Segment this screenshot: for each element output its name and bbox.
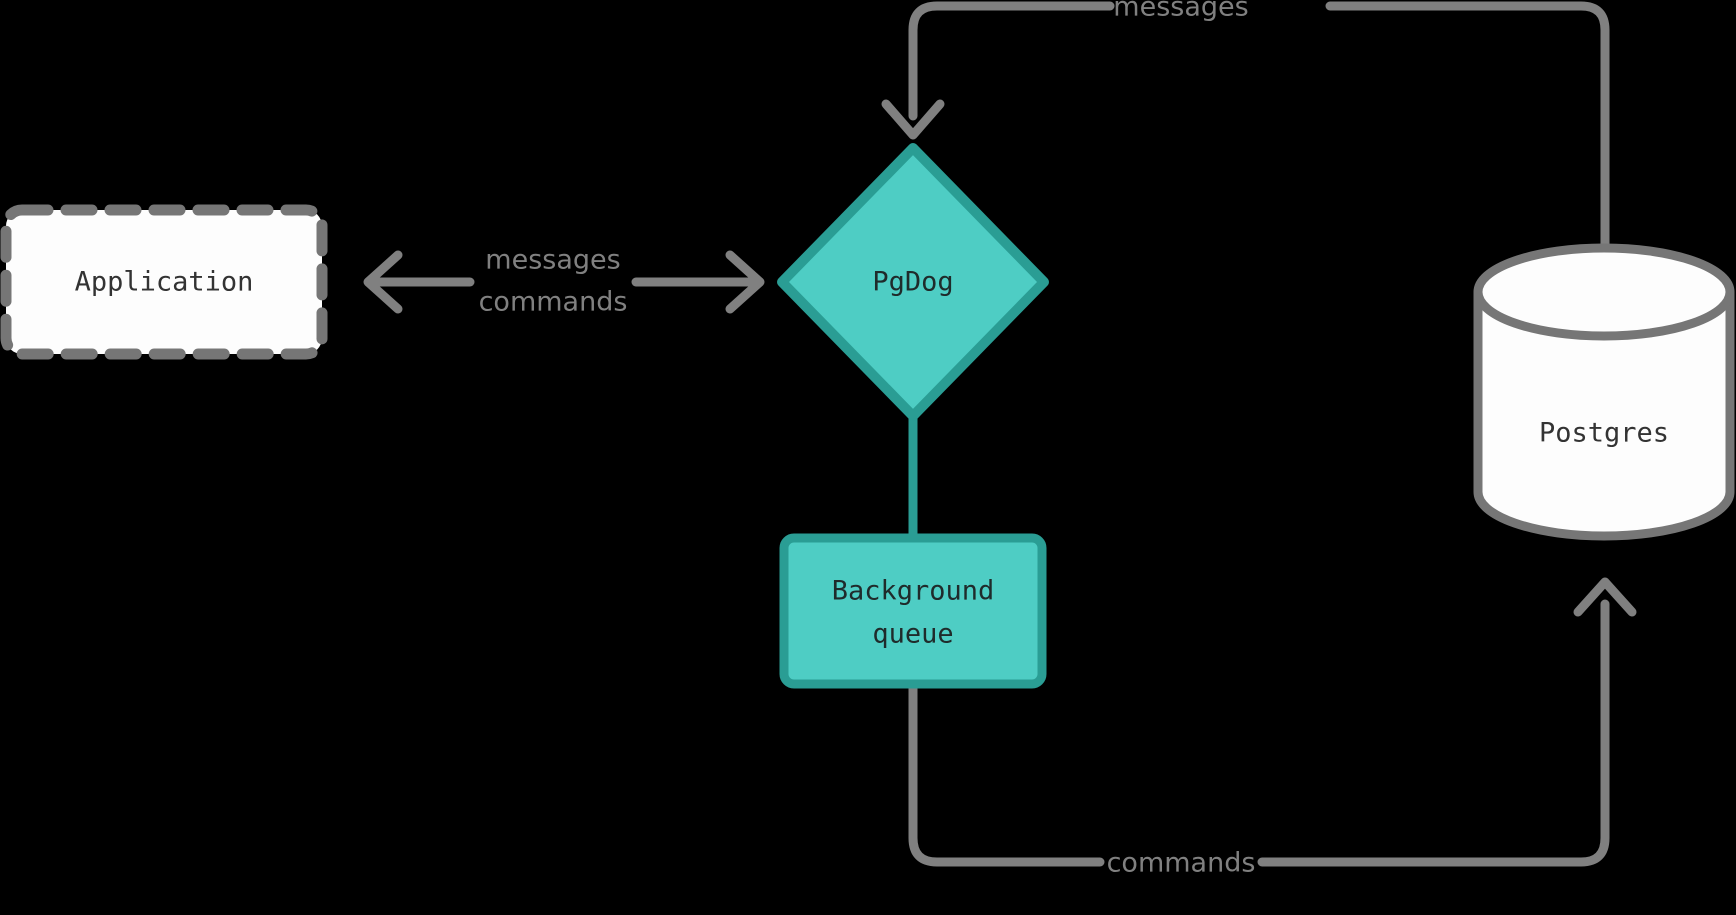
edge-postgres-to-pgdog-right-segment (1325, 1, 1610, 273)
edge-label-commands: commands (479, 287, 628, 318)
edge-pgdog-to-application (363, 250, 475, 314)
node-pgdog[interactable]: PgDog (777, 143, 1049, 421)
edge-label-messages-top: messages (1113, 0, 1248, 23)
edge-bq-to-pg-left-segment (908, 681, 1105, 867)
pgdog-label: PgDog (872, 267, 953, 298)
edge-postgres-to-pgdog: messages (881, 0, 1610, 273)
node-postgres[interactable]: Postgres (1473, 243, 1735, 541)
edge-label-messages-commands: messages commands (479, 245, 628, 318)
postgres-cylinder-body[interactable] (1473, 287, 1735, 541)
arrowhead-down-into-pgdog (881, 99, 945, 140)
application-label: Application (75, 267, 254, 298)
edge-postgres-to-pgdog-left-segment (908, 1, 1115, 121)
background-queue-label-line2: queue (872, 619, 953, 650)
arrowhead-left-into-application (363, 250, 403, 314)
edge-application-to-pgdog (631, 250, 765, 314)
arrowhead-right-into-pgdog (725, 250, 765, 314)
postgres-cylinder-top (1473, 243, 1735, 341)
application-box[interactable] (0, 204, 328, 360)
postgres-label: Postgres (1539, 418, 1669, 449)
node-background-queue[interactable]: Background queue (779, 533, 1047, 689)
pgdog-diamond[interactable] (777, 143, 1049, 421)
edge-label-commands-bottom: commands (1107, 848, 1256, 879)
edge-bq-to-pg-right-segment (1257, 599, 1610, 867)
edge-label-messages: messages (485, 245, 620, 276)
edge-background-queue-to-postgres: commands (908, 577, 1637, 879)
background-queue-label-line1: Background (832, 576, 995, 607)
node-application[interactable]: Application (0, 204, 328, 360)
arrowhead-up-into-postgres (1573, 577, 1637, 617)
background-queue-box[interactable] (779, 533, 1047, 689)
